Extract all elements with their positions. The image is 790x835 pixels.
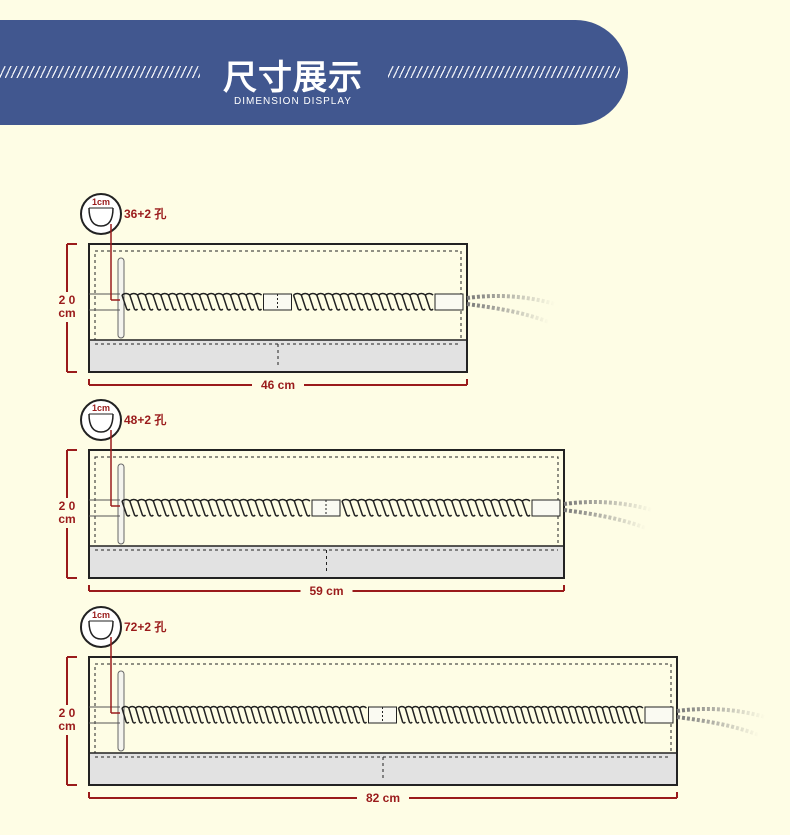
rope-lower <box>466 302 550 324</box>
sleeve-end <box>644 706 674 724</box>
spring-coil-1 <box>121 705 368 724</box>
page-subtitle: DIMENSION DISPLAY <box>234 96 352 107</box>
height-value: 2 0 <box>59 293 76 307</box>
rope-upper <box>466 294 556 306</box>
holes-label: 72+2 孔 <box>124 620 166 634</box>
detail-ring <box>88 207 114 227</box>
product-1: 1cm 36+2 孔 2 0cm 46 cm <box>56 193 556 393</box>
detail-ring <box>88 620 114 640</box>
banner-hatch-left <box>0 66 200 78</box>
holes-label: 36+2 孔 <box>124 207 166 221</box>
rope-lower <box>563 508 647 530</box>
detail-ring <box>88 413 114 433</box>
product-outline <box>88 243 468 373</box>
rope-upper <box>563 500 653 512</box>
banner-hatch-right <box>388 66 620 78</box>
side-strap <box>117 670 125 752</box>
spring-coil-2 <box>397 705 644 724</box>
sleeve-end <box>434 293 464 311</box>
side-strap <box>117 257 125 339</box>
product-3: 1cm 72+2 孔 2 0cm 82 cm <box>56 606 766 806</box>
detail-label: 1cm <box>92 403 110 413</box>
sleeve-end <box>531 499 561 517</box>
spring-coil-1 <box>121 498 311 517</box>
product-outline <box>88 449 565 579</box>
width-label: 82 cm <box>366 791 400 805</box>
detail-label: 1cm <box>92 197 110 207</box>
holes-label: 48+2 孔 <box>124 413 166 427</box>
spring-coil-1 <box>121 292 263 311</box>
height-value: 2 0 <box>59 499 76 513</box>
width-label: 46 cm <box>261 378 295 392</box>
rope-lower <box>676 715 760 737</box>
spring-coil-2 <box>341 498 531 517</box>
height-unit: cm <box>58 719 75 733</box>
spring-coil-2 <box>292 292 434 311</box>
product-2: 1cm 48+2 孔 2 0cm 59 cm <box>56 399 653 599</box>
height-unit: cm <box>58 512 75 526</box>
side-strap <box>117 463 125 545</box>
detail-label: 1cm <box>92 610 110 620</box>
width-label: 59 cm <box>309 584 343 598</box>
rope-upper <box>676 707 766 719</box>
height-unit: cm <box>58 306 75 320</box>
page-title: 尺寸展示 <box>223 59 363 97</box>
product-outline <box>88 656 678 786</box>
height-value: 2 0 <box>59 706 76 720</box>
